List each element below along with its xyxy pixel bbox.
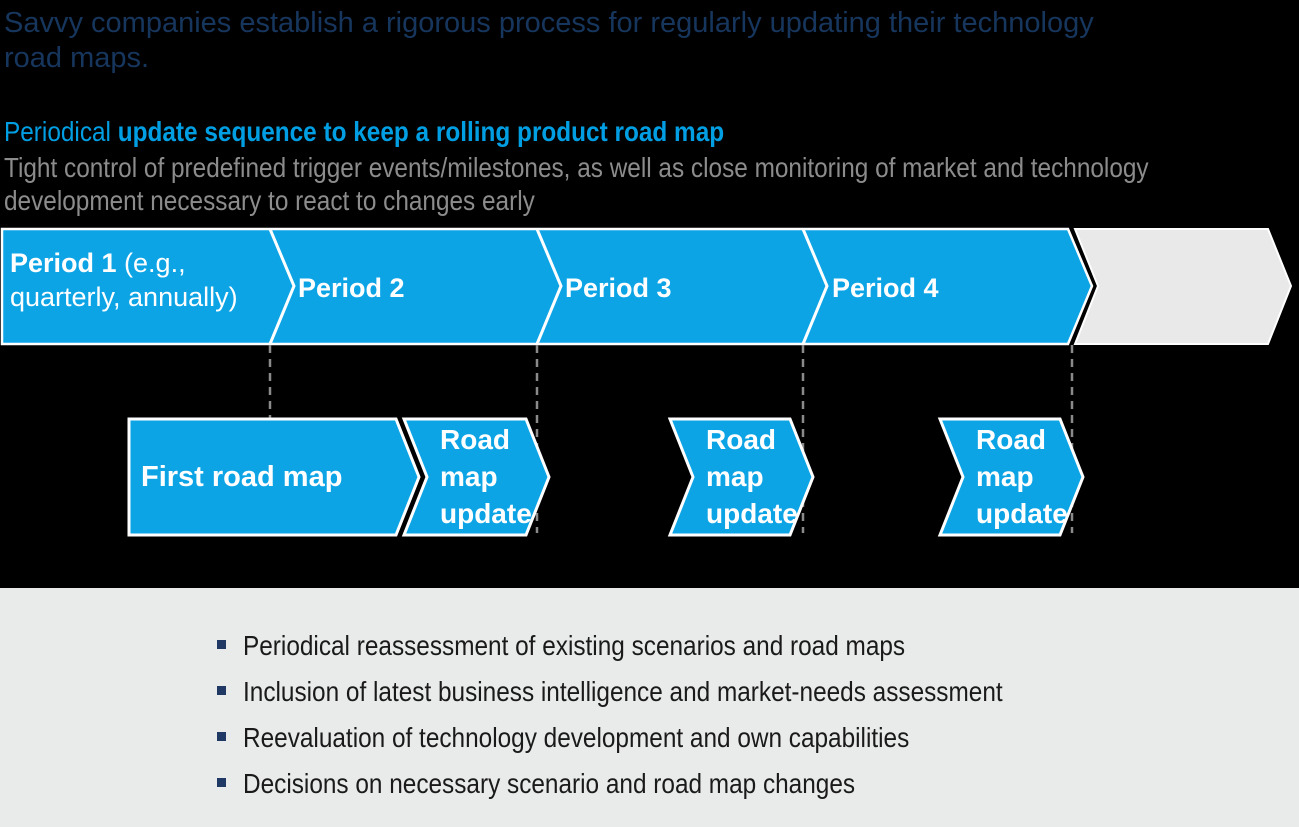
roadmap-update-1-shape <box>401 417 551 537</box>
section-description: Tight control of predefined trigger even… <box>4 152 1149 216</box>
list-item: Decisions on necessary scenario and road… <box>217 768 947 799</box>
bullet-square-icon <box>217 777 226 787</box>
roadmap-update-2-shape <box>667 417 815 537</box>
roadmap-update-3-shape <box>937 417 1085 537</box>
period-separator-3 <box>801 228 829 345</box>
period-2-label: Period 2 <box>298 273 405 303</box>
bullet-square-icon <box>217 731 226 741</box>
roadmap-update-2-label: Road map update <box>706 424 798 529</box>
period-separator-2 <box>535 228 563 345</box>
list-item: Reevaluation of technology development a… <box>217 722 1009 753</box>
period-4-label: Period 4 <box>832 273 939 303</box>
period-band <box>0 227 1293 346</box>
bullet-square-icon <box>217 639 226 649</box>
roadmap-flow <box>127 345 1085 537</box>
list-item: Inclusion of latest business intelligenc… <box>217 676 1116 707</box>
first-roadmap-label: First road map <box>141 461 343 493</box>
summary-panel: Periodical reassessment of existing scen… <box>0 588 1299 827</box>
period-band-tail-shape <box>1073 228 1293 345</box>
section-heading-emphasis: update sequence to keep a rolling produc… <box>117 116 725 147</box>
first-roadmap-shape <box>127 417 421 537</box>
list-item: Periodical reassessment of existing scen… <box>217 630 1004 661</box>
period-3-label: Period 3 <box>565 273 672 303</box>
section-heading: Periodical update sequence to keep a rol… <box>4 116 832 148</box>
roadmap-update-1-label: Road map update <box>440 424 532 529</box>
period-separator-1 <box>268 228 296 345</box>
section-heading-lead: Periodical <box>4 116 118 147</box>
period-band-blue-shape <box>0 227 1094 346</box>
page-title: Savvy companies establish a rigorous pro… <box>4 7 1094 74</box>
roadmap-update-3-label: Road map update <box>976 424 1068 529</box>
bullet-square-icon <box>217 685 226 695</box>
period-1-label: Period 1 (e.g., quarterly, annually) <box>10 248 238 312</box>
